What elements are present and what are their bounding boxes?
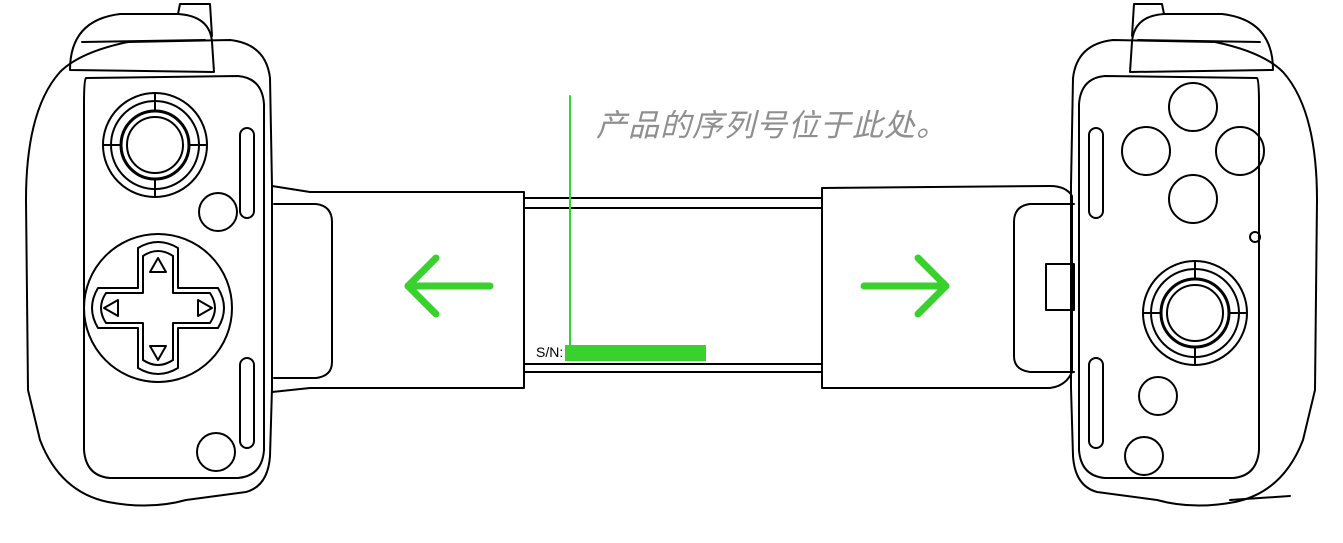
right-phone-grip — [1013, 203, 1075, 373]
left-menu-button — [198, 192, 238, 232]
left-bumper — [69, 13, 215, 73]
right-controller-module — [1070, 3, 1318, 507]
right-analog-stick — [1142, 260, 1248, 366]
serial-number-label: S/N: — [536, 344, 564, 360]
serial-number-callout: 产品的序列号位于此处。 — [596, 108, 948, 144]
left-analog-stick — [102, 92, 208, 198]
annotations — [404, 95, 950, 361]
status-led — [1249, 231, 1261, 243]
left-capture-button — [196, 432, 236, 472]
right-trigger-tab — [1131, 3, 1165, 37]
face-button-top — [1168, 82, 1218, 132]
dpad — [83, 233, 233, 383]
face-button-right — [1215, 126, 1265, 176]
right-option-button — [1124, 436, 1164, 476]
dpad-right-icon — [197, 299, 213, 317]
right-bumper — [1129, 13, 1274, 73]
dpad-down-icon — [149, 345, 167, 361]
usb-connector — [1045, 263, 1075, 311]
dpad-left-icon — [103, 299, 119, 317]
face-button-bottom — [1168, 174, 1218, 224]
right-grip-body — [1070, 39, 1318, 507]
right-grip-face — [1078, 75, 1260, 479]
right-slot-bottom — [1088, 357, 1104, 449]
left-controller-module — [25, 3, 273, 507]
arrow-right-icon — [860, 254, 950, 318]
left-bridge-tab — [271, 185, 525, 393]
left-slot-top — [239, 127, 255, 219]
right-bottom-detail — [1229, 495, 1291, 501]
left-slot-bottom — [239, 357, 255, 449]
face-button-left — [1121, 126, 1171, 176]
left-trigger-tab — [177, 3, 213, 37]
serial-number-highlight — [565, 345, 706, 361]
left-grip-face — [83, 75, 265, 479]
right-slot-top — [1088, 127, 1104, 219]
telescopic-bridge — [271, 185, 1075, 393]
left-grip-body — [25, 39, 273, 507]
dpad-up-icon — [149, 257, 167, 273]
arrow-left-icon — [404, 254, 494, 318]
left-phone-grip — [273, 203, 333, 379]
right-home-button — [1138, 376, 1178, 416]
